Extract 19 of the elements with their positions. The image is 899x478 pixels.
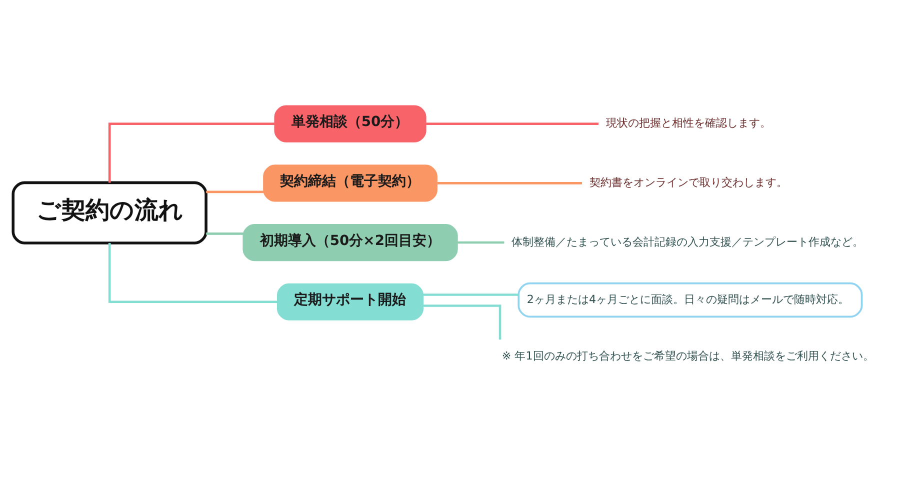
connector — [437, 182, 582, 184]
connector — [108, 242, 278, 303]
connector — [206, 232, 244, 234]
node-text: 現状の把握と相性を確認します。 — [606, 116, 772, 130]
node-box: 契約締結（電子契約） — [263, 164, 438, 202]
connector — [458, 240, 504, 244]
node-box: 2ヶ月または4ヶ月ごとに面談。日々の疑問はメールで随時対応。 — [518, 282, 863, 318]
connector — [423, 293, 519, 296]
connector — [108, 122, 274, 182]
node-box: 初期導入（50分×2回目安） — [242, 223, 458, 261]
node-text: 体制整備／たまっている会計記録の入力支援／テンプレート作成など。 — [512, 234, 864, 248]
node-box: 定期サポート開始 — [276, 282, 424, 320]
connector — [206, 190, 264, 193]
node-text: ※ 年1回のみの打ち合わせをご希望の場合は、単発相談をご利用ください。 — [502, 348, 874, 362]
node-box: ご契約の流れ — [12, 180, 208, 244]
node-box: 単発相談（50分） — [274, 104, 426, 142]
node-text: 契約書をオンラインで取り交わします。 — [590, 176, 788, 189]
connector — [423, 304, 502, 340]
connector — [426, 122, 599, 124]
